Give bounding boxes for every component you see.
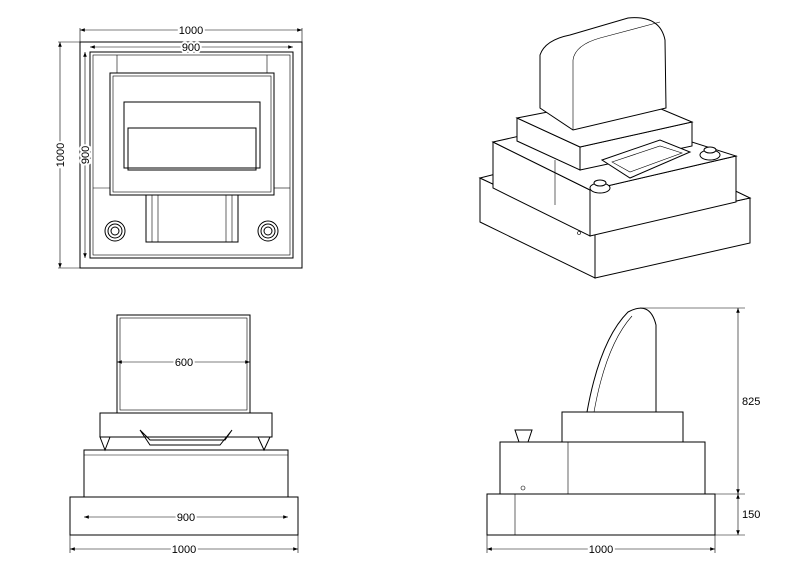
dim-top-width-inner: 900 — [182, 42, 200, 54]
isometric-view — [478, 17, 752, 279]
dim-top-depth-inner: 900 — [80, 146, 92, 164]
dim-top-width-outer: 1000 — [179, 25, 203, 37]
dim-front-screen-width: 600 — [175, 357, 193, 369]
dim-front-body-width: 900 — [177, 512, 195, 524]
knob-icon — [589, 179, 611, 194]
front-view: 600 900 1000 — [69, 314, 299, 558]
side-view: 825 150 1000 — [486, 307, 760, 558]
dim-side-depth: 1000 — [589, 544, 613, 556]
knob-icon — [699, 146, 721, 161]
top-view: 1000 900 1000 900 — [53, 23, 303, 269]
dim-front-base-width: 1000 — [172, 544, 196, 556]
dim-side-height-upper: 825 — [742, 396, 760, 408]
knob-icon — [104, 220, 126, 242]
dim-top-depth-outer: 1000 — [55, 143, 67, 167]
dim-side-base-height: 150 — [742, 509, 760, 521]
knob-icon — [257, 220, 279, 242]
